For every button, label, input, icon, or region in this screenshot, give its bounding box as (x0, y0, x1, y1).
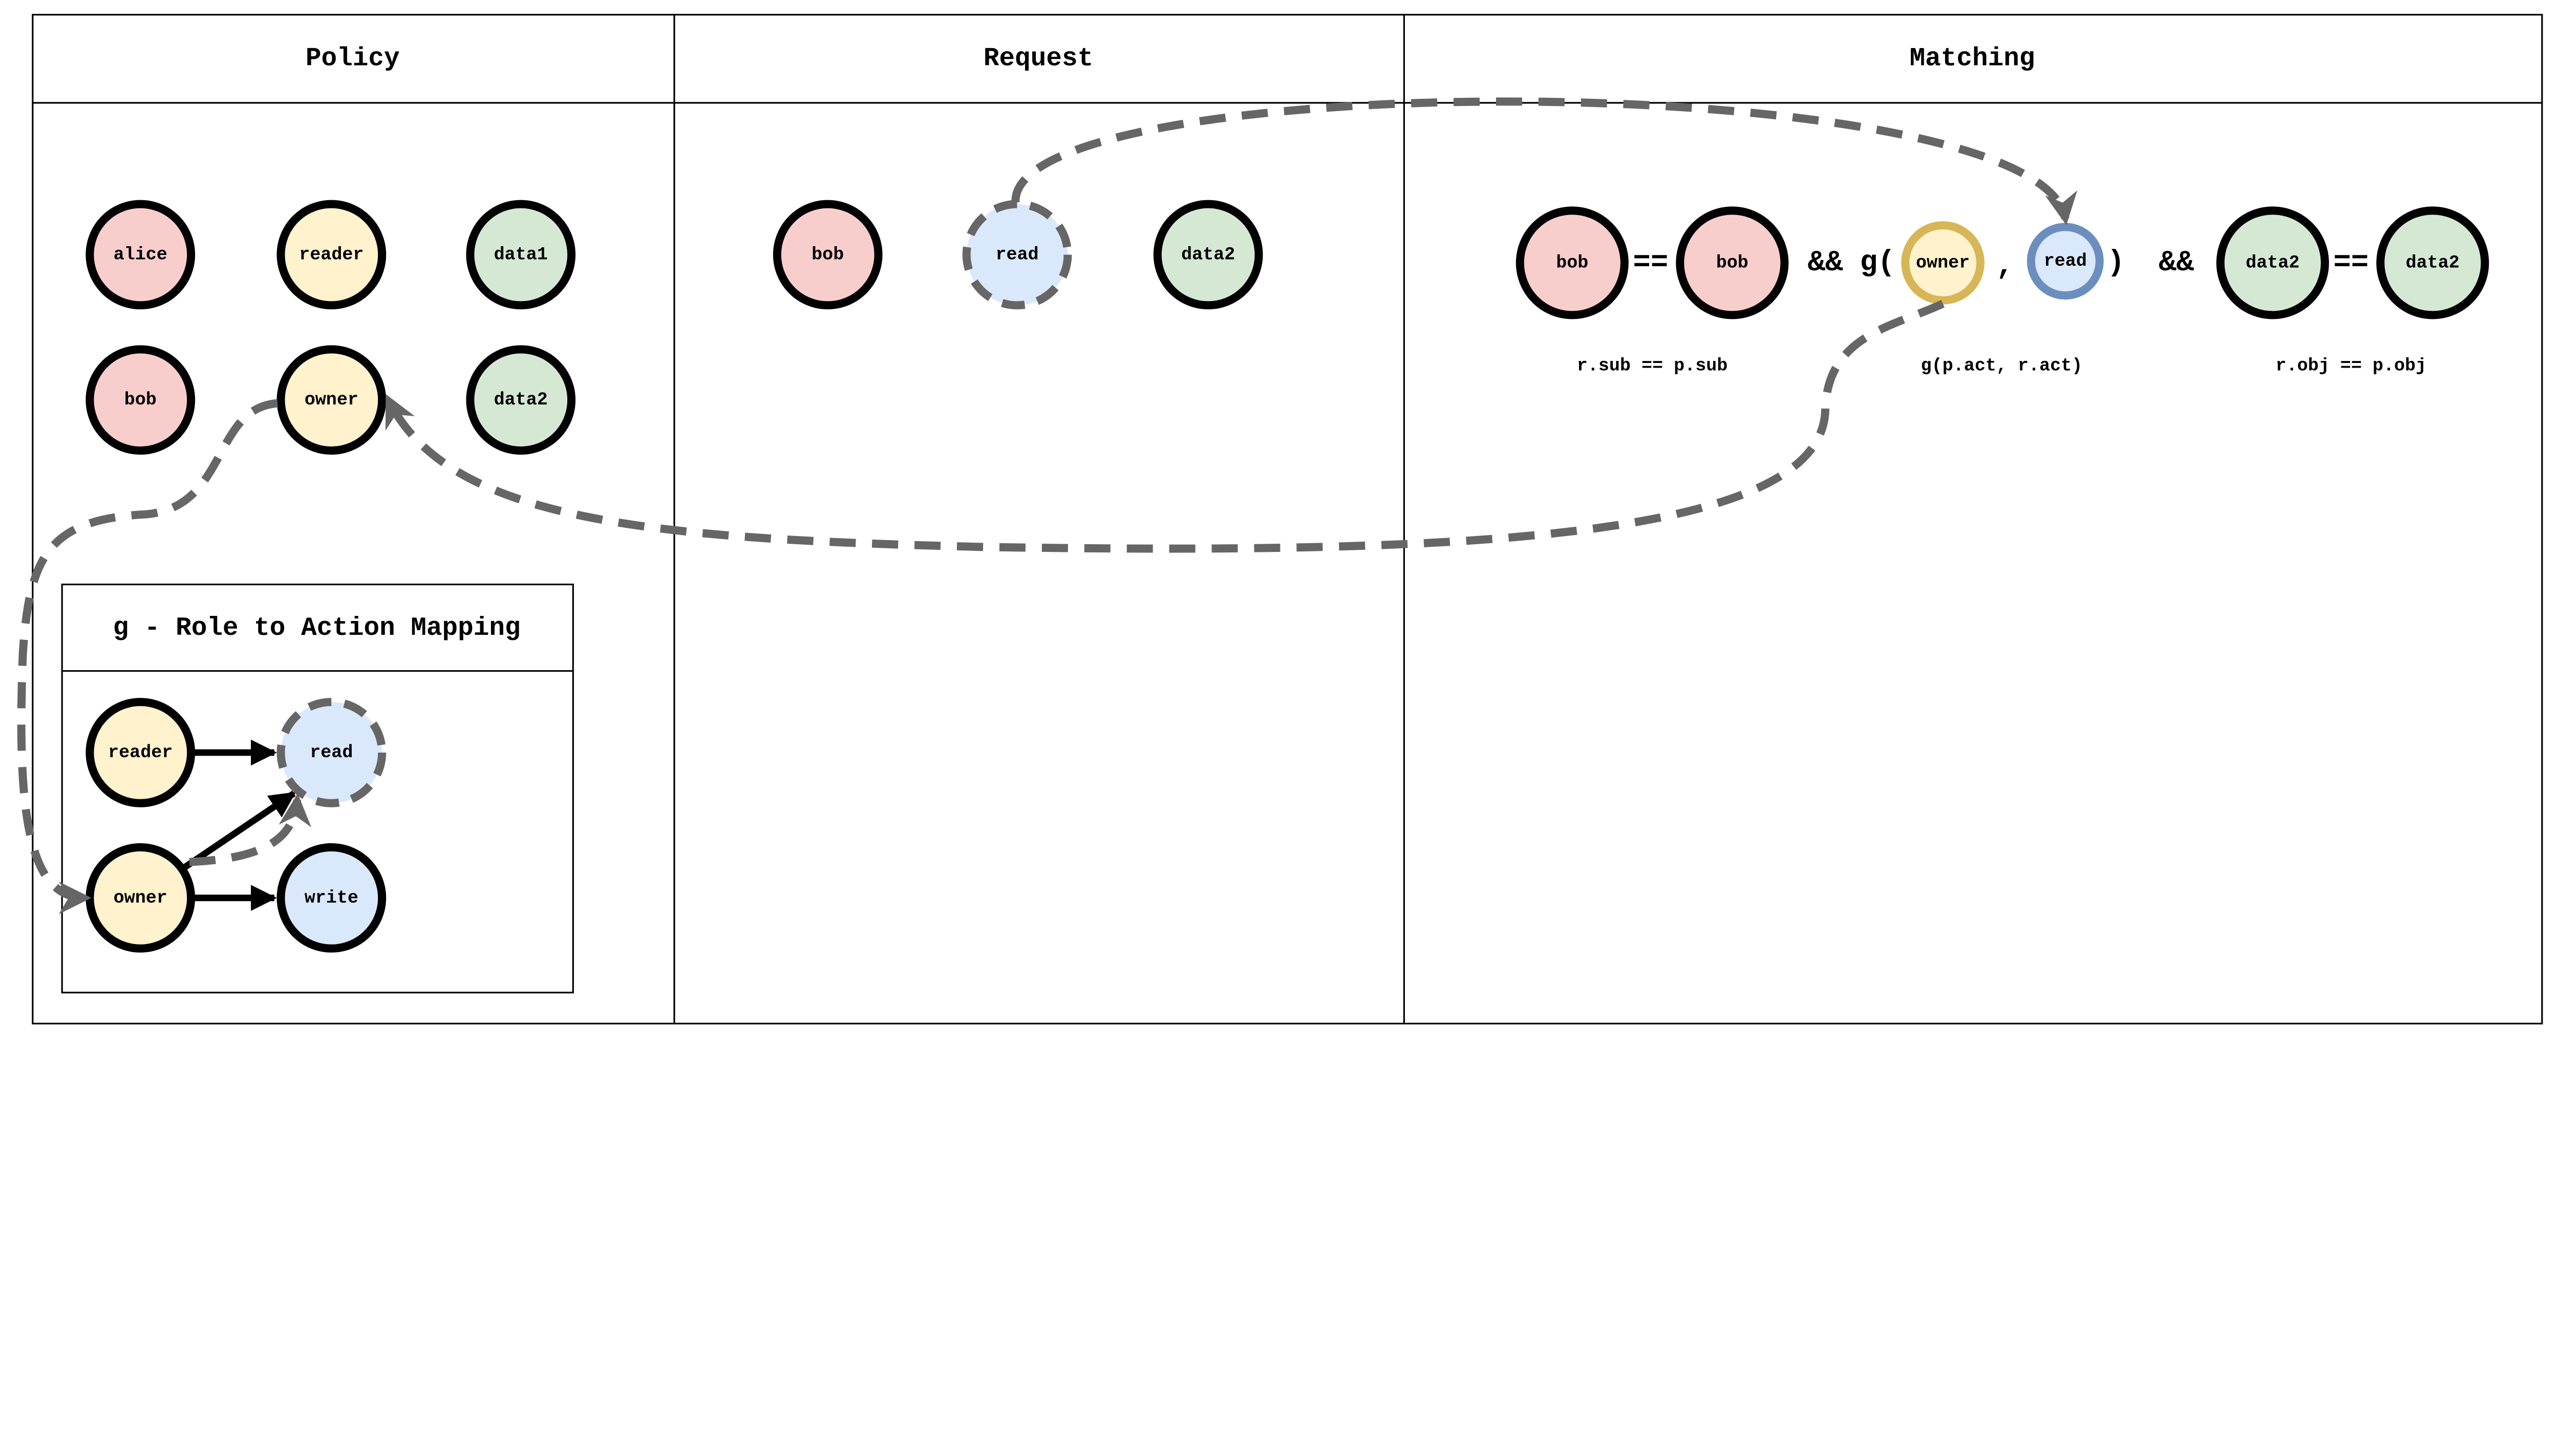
node-label: bob (1716, 252, 1748, 273)
mapping-title: g - Role to Action Mapping (113, 614, 521, 643)
node-label: write (305, 888, 358, 908)
node-label: bob (124, 390, 157, 410)
node-owner (1901, 221, 1985, 305)
node-label: bob (1556, 252, 1588, 273)
dashed-arrow-request-read-to-match (1011, 97, 2077, 225)
node-data2 (2216, 206, 2329, 319)
node-owner (276, 345, 387, 455)
function-g-open: g( (1860, 246, 1895, 280)
node-data1 (466, 200, 576, 310)
role-action-mapping: g - Role to Action Mapping reader read o… (61, 583, 574, 994)
dashed-arrow-owner-to-read (189, 793, 312, 866)
node-read (962, 200, 1072, 310)
policy-nodes: alice reader data1 bob owner data2 (86, 200, 576, 455)
header-policy: Policy (306, 44, 400, 73)
node-read (276, 698, 387, 807)
node-label: owner (1916, 252, 1970, 273)
casbin-rbac-diagram: Policy Request Matching alice reader dat… (17, 14, 2543, 1024)
dashed-arrow-policy-owner-to-mapping (17, 399, 278, 914)
node-label: data2 (2406, 252, 2460, 273)
annotation-obj: r.obj == p.obj (2276, 355, 2427, 376)
node-alice (86, 200, 196, 310)
node-label: alice (114, 244, 167, 265)
node-reader (276, 200, 387, 310)
node-write (276, 843, 387, 953)
node-label: read (2044, 251, 2087, 271)
node-bob (773, 200, 883, 310)
comma: , (1996, 249, 2014, 283)
node-label: owner (305, 390, 358, 410)
annotation-sub: r.sub == p.sub (1577, 355, 1728, 376)
node-bob (1516, 206, 1629, 319)
node-label: data2 (494, 390, 548, 410)
node-data2 (466, 345, 576, 455)
node-label: read (310, 742, 353, 763)
node-label: read (996, 244, 1039, 265)
function-g-close: ) (2107, 246, 2124, 280)
dashed-arrow-owner-to-policy (385, 299, 1945, 553)
node-label: data2 (2246, 252, 2299, 273)
node-data2 (1153, 200, 1263, 310)
arrow-owner-read (181, 790, 296, 871)
operator-equals: == (1633, 246, 1668, 280)
operator-and: && (1808, 246, 1843, 280)
node-read (2026, 223, 2104, 300)
node-label: reader (108, 742, 173, 763)
annotation-g: g(p.act, r.act) (1921, 355, 2083, 376)
node-data2 (2376, 206, 2489, 319)
header-matching: Matching (1910, 44, 2035, 73)
node-bob (1676, 206, 1789, 319)
node-label: bob (812, 244, 844, 265)
header-request: Request (984, 44, 1093, 73)
node-label: data2 (1181, 244, 1235, 265)
mapping-frame (61, 583, 574, 994)
node-bob (86, 345, 196, 455)
request-nodes: bob read data2 (773, 200, 1263, 310)
operator-equals: == (2333, 246, 2369, 280)
operator-and: && (2159, 246, 2194, 280)
node-reader (86, 698, 196, 807)
node-label: owner (114, 888, 167, 908)
matching-expression: bob == bob && g( owner , read ) && data2… (1516, 206, 2489, 376)
node-label: reader (299, 244, 364, 265)
table-frame (32, 14, 2543, 1024)
node-label: data1 (494, 244, 548, 265)
